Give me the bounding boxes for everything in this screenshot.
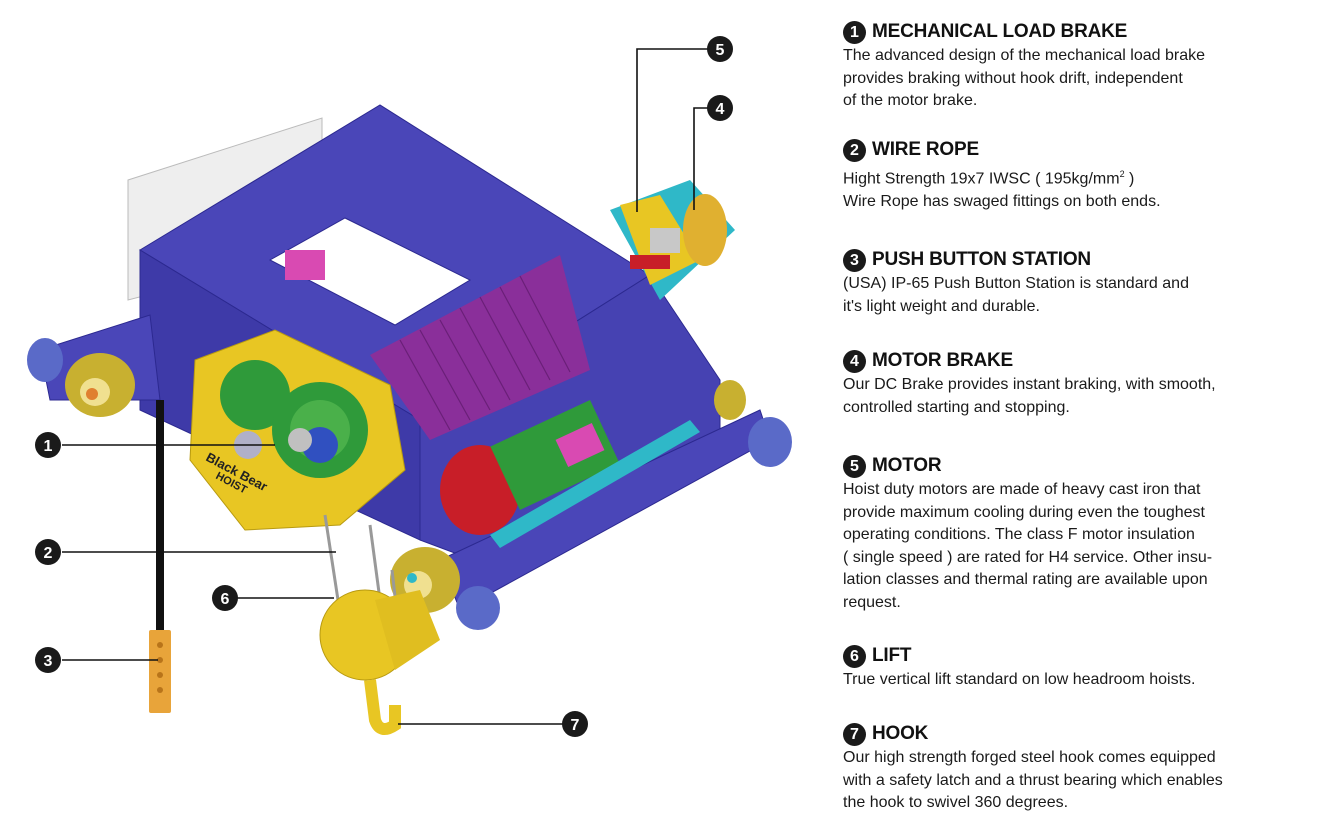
number-badge-1: 1 [843,20,866,44]
desc-line: Our DC Brake provides instant braking, w… [843,376,1216,393]
feature-desc: (USA) IP-65 Push Button Station is stand… [843,273,1283,318]
leader-lines [62,48,708,725]
wheel-left [27,338,135,417]
feature-title: PUSH BUTTON STATION [872,249,1091,270]
motor-brake-assembly [610,180,735,300]
desc-line: controlled starting and stopping. [843,398,1070,416]
callout-2: 2 [35,539,61,565]
feature-desc: True vertical lift standard on low headr… [843,669,1283,692]
callout-5: 5 [707,36,733,62]
callout-4: 4 [707,95,733,121]
desc-line: (USA) IP-65 Push Button Station is stand… [843,275,1189,292]
wire-rope-2 [368,524,382,601]
desc-line: request. [843,593,901,611]
number-badge-4: 4 [843,349,866,373]
cyan-shaft [490,420,700,548]
push-button-station [149,630,171,713]
push-buttons [157,642,163,693]
hook-block [319,589,440,735]
feature-title: WIRE ROPE [872,139,979,160]
desc-line: provides braking without hook drift, ind… [843,69,1183,87]
feature-mechanical-load-brake: 1 MECHANICAL LOAD BRAKE The advanced desi… [843,19,1283,113]
feature-title: MOTOR [872,455,942,476]
frame-cutout [268,217,472,326]
feature-title: MOTOR BRAKE [872,350,1014,371]
wire-rope-1 [323,514,340,601]
number-badge-2: 2 [843,138,866,162]
svg-text:1: 1 [44,438,53,455]
feature-desc: Hight Strength 19x7 IWSC ( 195kg/mm2 ) W… [843,163,1283,213]
feature-desc: Our high strength forged steel hook come… [843,747,1283,815]
feature-desc: The advanced design of the mechanical lo… [843,45,1283,113]
desc-line: Wire Rope has swaged fittings on both en… [843,192,1161,210]
feature-motor-brake: 4 MOTOR BRAKE Our DC Brake provides insta… [843,348,1283,419]
desc-line: provide maximum cooling during even the … [843,503,1205,521]
svg-text:6: 6 [221,591,230,608]
feature-desc: Hoist duty motors are made of heavy cast… [843,479,1283,614]
wire-drum [370,255,590,440]
desc-line: the hook to swivel 360 degrees. [843,794,1069,811]
desc-line: lation classes and thermal rating are av… [843,571,1208,588]
pendant-cord [156,400,164,632]
feature-desc: Our DC Brake provides instant braking, w… [843,374,1283,419]
gearbox: Black Bear HOIST [189,329,406,531]
desc-line: with a safety latch and a thrust bearing… [843,771,1223,789]
leader-5 [636,48,708,212]
feature-push-button-station: 3 PUSH BUTTON STATION (USA) IP-65 Push Bu… [843,247,1283,318]
desc-line: Hight Strength 19x7 IWSC ( 195kg/mm2 ) [843,169,1135,188]
svg-text:2: 2 [44,545,53,562]
feature-title: MECHANICAL LOAD BRAKE [872,21,1128,42]
hoist-diagram: Black Bear HOIST 1 2 3 4 5 6 7 [27,36,792,737]
number-badge-6: 6 [843,644,866,668]
number-badge-5: 5 [843,454,866,478]
motor-assembly [440,400,620,535]
desc-line: Our high strength forged steel hook come… [843,749,1216,766]
leader-4 [693,107,708,210]
desc-line: operating conditions. The class F motor … [843,526,1195,543]
svg-text:5: 5 [716,42,725,59]
feature-title: HOOK [872,723,929,744]
feature-lift: 6 LIFT True vertical lift standard on low… [843,643,1283,692]
callout-3: 3 [35,647,61,673]
callout-6: 6 [212,585,238,611]
feature-motor: 5 MOTOR Hoist duty motors are made of hea… [843,453,1283,614]
feature-title: LIFT [872,645,912,666]
number-badge-3: 3 [843,248,866,272]
inner-part [285,250,325,280]
callout-7: 7 [562,711,588,737]
feature-hook: 7 HOOK Our high strength forged steel hoo… [843,721,1283,815]
desc-line: it's light weight and durable. [843,297,1040,315]
desc-line: The advanced design of the mechanical lo… [843,47,1206,64]
feature-wire-rope: 2 WIRE ROPE Hight Strength 19x7 IWSC ( 19… [843,137,1283,213]
wheel-right [714,380,792,467]
desc-line: Hoist duty motors are made of heavy cast… [843,481,1201,498]
number-badge-7: 7 [843,722,866,746]
svg-text:7: 7 [571,717,580,734]
desc-line: of the motor brake. [843,92,978,109]
callout-1: 1 [35,432,61,458]
svg-text:3: 3 [44,653,53,670]
desc-line: True vertical lift standard on low headr… [843,671,1196,688]
svg-text:4: 4 [716,101,725,118]
desc-line: ( single speed ) are rated for H4 servic… [843,548,1213,566]
